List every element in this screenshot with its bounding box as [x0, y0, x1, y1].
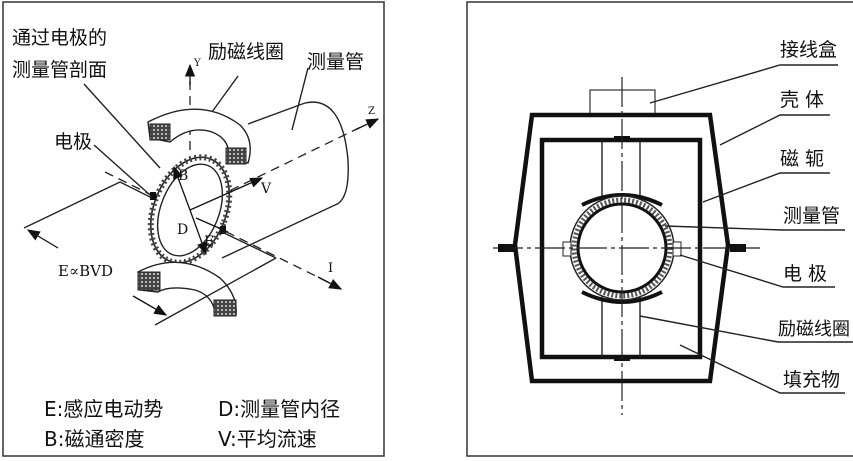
label-housing: 壳 体	[780, 89, 824, 111]
label-e: E	[204, 234, 214, 250]
label-coil: 励磁线圈	[208, 41, 284, 63]
formula: E∝BVD	[58, 262, 113, 280]
label-section-line2: 测量管剖面	[12, 59, 107, 81]
label-tube: 测量管	[307, 51, 364, 73]
electrode-left	[562, 241, 572, 257]
label-section-line1: 通过电极的	[12, 27, 107, 49]
excitation-coil-top	[147, 108, 251, 165]
excitation-coil-bottom	[137, 261, 237, 317]
label-axis-i: I	[328, 261, 333, 276]
structure-panel: 接线盒 壳 体 磁 轭 测量管 电 极 励磁线圈 填充物	[466, 1, 853, 457]
label-filler: 填充物	[783, 369, 840, 391]
label-axis-z: Z	[368, 106, 375, 117]
label-d: D	[177, 222, 188, 238]
housing	[512, 112, 731, 384]
label-tube: 测量管	[783, 205, 840, 227]
label-v: V	[260, 181, 272, 197]
legend-e: E:感应电动势	[44, 397, 163, 421]
label-electrode: 电 极	[783, 263, 827, 285]
label-axis-y: Y	[193, 58, 201, 69]
label-b: B	[178, 168, 188, 184]
label-yoke: 磁 轭	[780, 148, 824, 170]
measuring-tube-drawing	[221, 101, 349, 259]
label-coil: 励磁线圈	[778, 319, 850, 340]
electrode-right	[672, 241, 682, 257]
principle-panel: 通过电极的 测量管剖面 励磁线圈 测量管 电极 Y Z I B V D E E∝…	[2, 1, 385, 457]
legend-b: B:磁通密度	[44, 427, 144, 451]
label-junction-box: 接线盒	[780, 39, 837, 61]
electrode-left	[150, 192, 156, 200]
label-electrode: 电极	[54, 131, 92, 153]
legend-v: V:平均流速	[218, 427, 317, 451]
legend-d: D:测量管内径	[218, 397, 340, 421]
